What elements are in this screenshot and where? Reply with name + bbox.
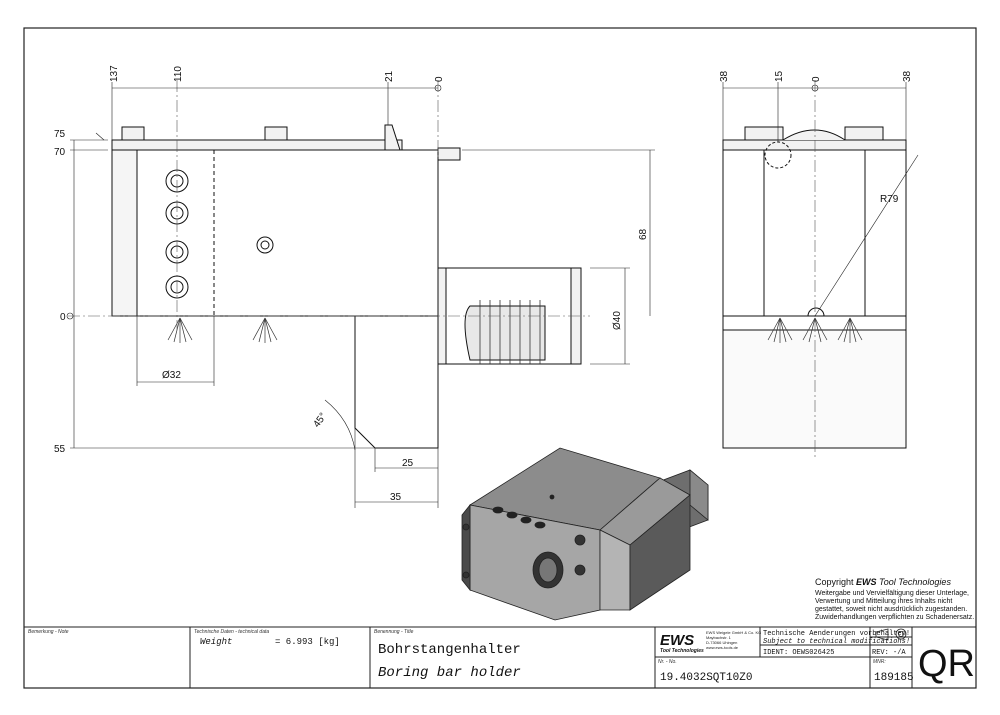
qr-code-label: QR <box>918 643 975 685</box>
dim-75: 75 <box>54 129 66 140</box>
remark-label: Bemerkung - Note <box>28 629 69 635</box>
company-line: www.ews-tools.de <box>706 645 739 650</box>
front-view-dimension-labels: 137 110 21 0 75 70 0 55 68 Ø40 Ø32 45° 2… <box>54 65 649 503</box>
isometric-view <box>461 447 709 621</box>
copyright-line: Zuwiderhandlungen verpflichten zu Schade… <box>815 614 974 621</box>
dim-137: 137 <box>109 65 120 82</box>
mnr-label: MNR: <box>873 659 886 665</box>
front-view-dimensions <box>66 82 655 508</box>
dim-dia40: Ø40 <box>612 311 623 330</box>
svg-text:EWS: EWS <box>660 632 694 649</box>
side-view-dimension-labels: 38 15 0 38 R79 <box>719 70 913 205</box>
ident: IDENT: OEWS026425 <box>763 649 834 657</box>
dim-45deg: 45° <box>311 411 329 430</box>
ews-logo: EWS Tool Technologies <box>660 632 704 654</box>
revision: REV: -/A <box>872 649 906 657</box>
change-note-de: Technische Aenderungen vorbehalten! <box>763 630 910 638</box>
copyright-line: gestattet, soweit nicht ausdrücklich zug… <box>815 606 967 613</box>
copyright-suffix: Tool Technologies <box>877 577 952 587</box>
svg-text:Tool Technologies: Tool Technologies <box>660 648 704 654</box>
dim-25: 25 <box>402 458 414 469</box>
front-view <box>68 80 590 449</box>
weight-label: Weight <box>200 637 232 647</box>
side-view <box>722 80 907 460</box>
title-block: Bemerkung - Note Technische Daten - tech… <box>24 626 976 688</box>
dim-0-left: 0 <box>60 312 66 323</box>
svg-text:Copyright EWS Tool Technologie: Copyright EWS Tool Technologies <box>815 577 951 587</box>
nr-label: Nr. - No. <box>658 659 677 665</box>
copyright-prefix: Copyright <box>815 577 856 587</box>
copyright-notice: Copyright EWS Tool Technologies Weiterga… <box>815 577 974 621</box>
dim-55: 55 <box>54 444 66 455</box>
dim-dia32: Ø32 <box>162 370 181 381</box>
dim-68: 68 <box>638 228 649 240</box>
techdata-label: Technische Daten - technical data <box>194 629 269 635</box>
dim-35: 35 <box>390 492 402 503</box>
dim-r79: R79 <box>880 194 899 205</box>
copyright-line: Weitergabe und Vervielfältigung dieser U… <box>815 590 969 597</box>
mnr-value: 189185 <box>874 672 914 684</box>
title-en: Boring bar holder <box>378 665 521 681</box>
dim-70: 70 <box>54 147 66 158</box>
side-view-dimensions <box>722 82 919 317</box>
copyright-brand: EWS <box>856 577 877 587</box>
drawing-frame <box>23 27 977 689</box>
change-note-en: Subject to technical modifications! <box>763 638 910 646</box>
company-line: D-73066 Uhingen <box>706 640 737 645</box>
dim-side-38-left: 38 <box>719 70 730 82</box>
company-line: Maybachstr. 1 <box>706 635 732 640</box>
title-label: Benennung - Title <box>374 629 414 635</box>
part-number: 19.4032SQT10Z0 <box>660 672 752 684</box>
dim-side-15: 15 <box>774 70 785 82</box>
company-line: EWS Weigele GmbH & Co. KG <box>706 630 761 635</box>
dim-21: 21 <box>384 70 395 82</box>
projection-symbol-icon <box>875 628 907 641</box>
dim-side-0: 0 <box>811 76 822 82</box>
dim-110: 110 <box>173 66 184 82</box>
copyright-line: Verwertung und Mitteilung ihres Inhalts … <box>815 598 952 605</box>
dim-0-top: 0 <box>434 76 445 82</box>
title-de: Bohrstangenhalter <box>378 642 521 658</box>
weight-value: = 6.993 [kg] <box>275 637 340 647</box>
dim-side-38-right: 38 <box>902 70 913 82</box>
